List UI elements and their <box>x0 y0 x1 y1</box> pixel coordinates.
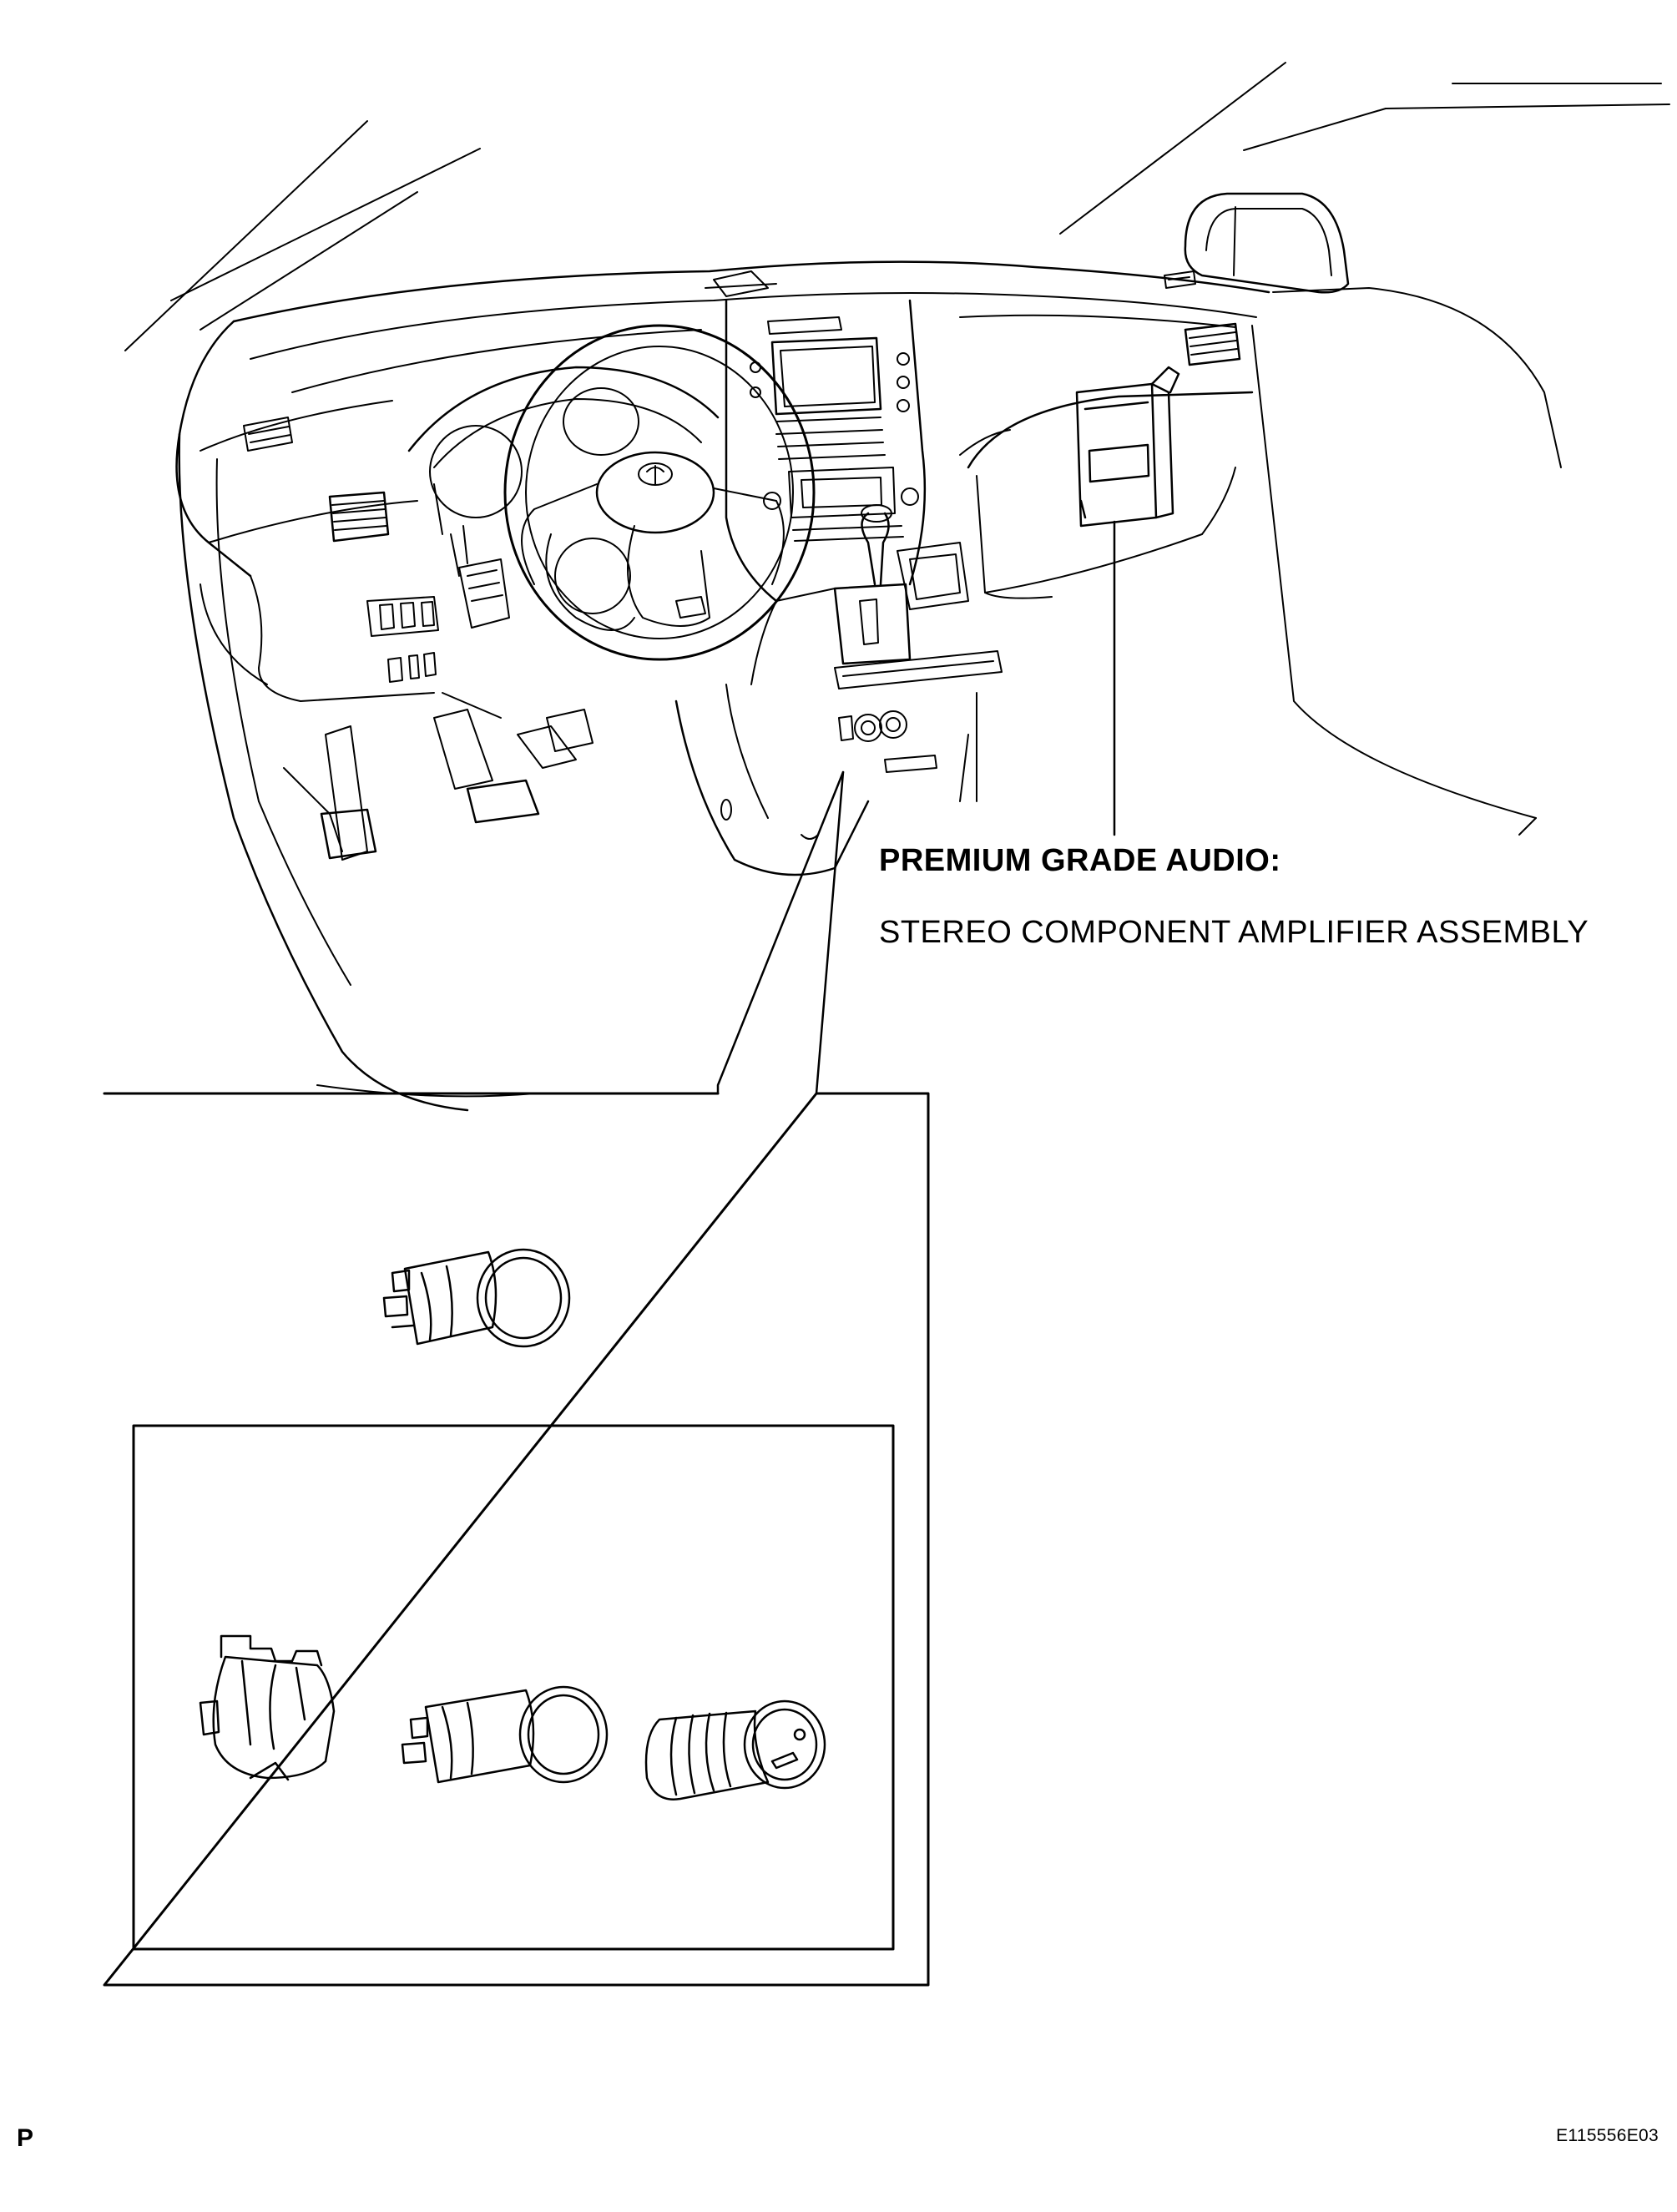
cigarette-lighter-plug-icon <box>644 1699 826 1800</box>
stereo-amplifier-icon <box>1075 366 1180 528</box>
page-letter: P <box>17 2124 34 2152</box>
premium-grade-audio-label: PREMIUM GRADE AUDIO: <box>879 843 1281 878</box>
lighter-socket-icon <box>401 1685 609 1784</box>
amplifier-assembly-label: STEREO COMPONENT AMPLIFIER ASSEMBLY <box>879 915 1589 950</box>
figure-code: E115556E03 <box>1556 2126 1659 2145</box>
lighter-retainer-icon <box>199 1634 336 1781</box>
power-outlet-socket-icon <box>382 1248 571 1348</box>
